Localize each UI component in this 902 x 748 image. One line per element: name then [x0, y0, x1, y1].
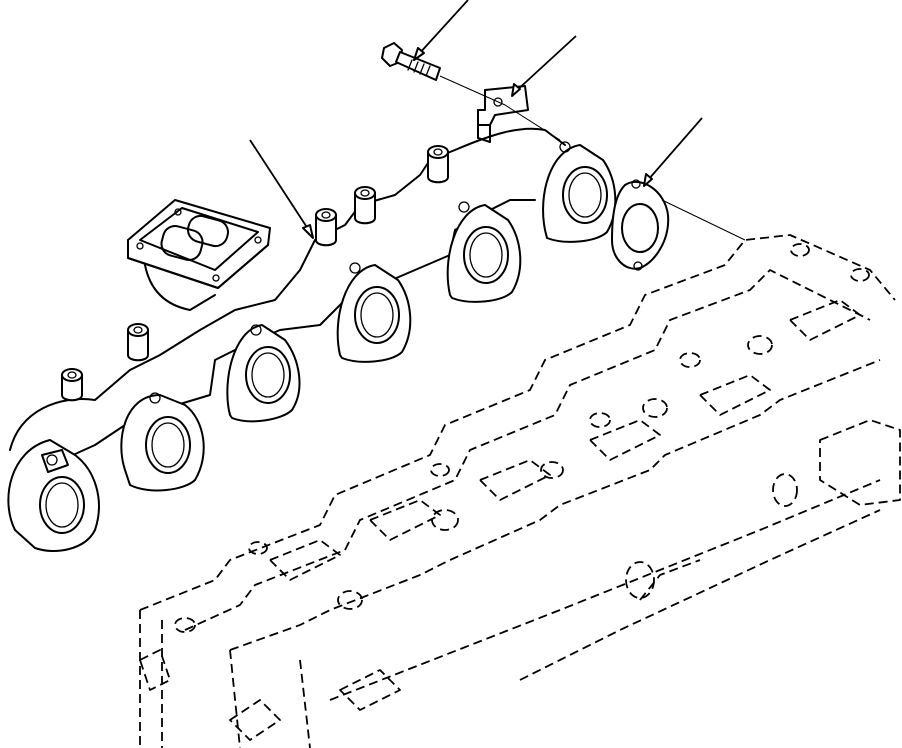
- bolt-center-line: [439, 75, 561, 141]
- gasket-center-line: [661, 199, 746, 241]
- gasket: [611, 179, 670, 271]
- bracket: [477, 85, 529, 143]
- leader-manifold: [249, 139, 311, 233]
- cylinder-head-outline: [139, 234, 901, 748]
- leader-bracket-arrow-icon: [511, 83, 521, 97]
- leader-bolt-arrow-icon: [413, 47, 425, 61]
- leader-manifold-arrow-icon: [302, 224, 314, 239]
- bolt: [381, 42, 441, 81]
- exhaust-manifold: [7, 127, 617, 552]
- leader-bolt: [417, 0, 469, 56]
- callout-leaders: [249, 0, 703, 239]
- leader-gasket-arrow-icon: [643, 173, 653, 187]
- leader-bracket: [514, 35, 577, 93]
- leader-gasket: [647, 117, 703, 181]
